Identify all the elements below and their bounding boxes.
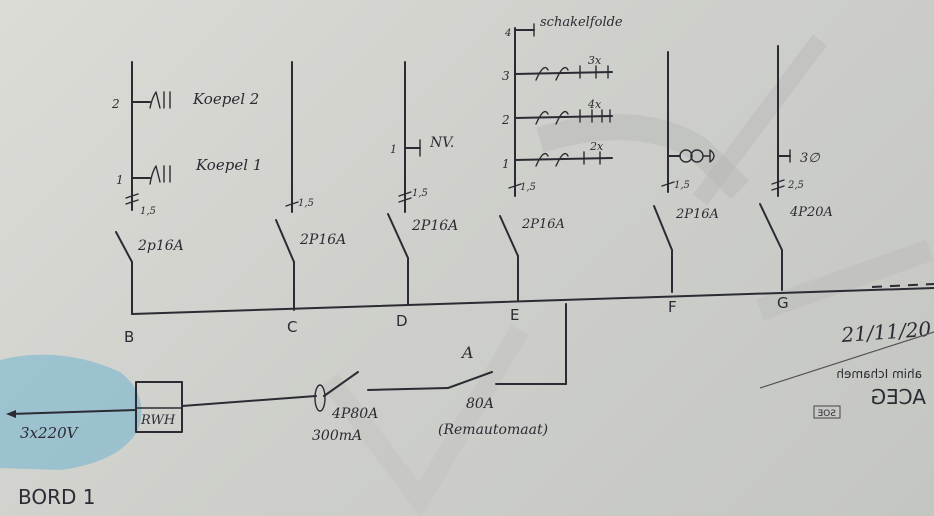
breaker-rating: 2P16A	[411, 218, 458, 234]
breaker-switch	[275, 219, 295, 263]
supply-line	[9, 409, 137, 415]
remote-switch-rating: 80A	[466, 396, 494, 412]
stamp-line	[759, 331, 934, 389]
breaker-rating: 2P16A	[299, 232, 346, 248]
branch-b	[115, 61, 171, 315]
circuit-number: 1	[116, 173, 124, 187]
circuit-number: 3	[502, 69, 510, 83]
cable-number: 1,5	[674, 180, 690, 191]
breaker-switch	[115, 231, 133, 263]
branch-g	[759, 45, 791, 291]
stamp-name: ahim Ichameh	[836, 367, 922, 381]
meter-box	[135, 381, 183, 433]
branch-letter: F	[668, 298, 677, 316]
branch-letter: E	[510, 306, 519, 324]
circuit-label: 4x	[587, 98, 602, 111]
switch-socket-icon	[535, 109, 611, 125]
branch-letter: C	[287, 318, 297, 336]
breaker-switch	[653, 205, 673, 251]
cable-number: 1,5	[298, 198, 314, 209]
circuit-label: schakelfolde	[540, 15, 623, 30]
circuit-label: Koepel 1	[195, 156, 262, 174]
stamp-code: SOE	[817, 409, 836, 419]
cable-number: 2,5	[787, 180, 804, 191]
watermark-arc	[536, 114, 750, 200]
busbar-extension	[871, 283, 934, 288]
remote-switch	[447, 371, 493, 389]
branch-d	[387, 61, 421, 305]
circuit-number: 4	[504, 28, 511, 39]
rcd-symbol-icon	[314, 384, 326, 412]
arrow-left-icon	[6, 410, 16, 418]
circuit-number: 2	[111, 97, 120, 111]
cable-number: 1,5	[140, 206, 156, 217]
remote-switch-label: A	[460, 343, 474, 362]
circuit-label: 2x	[589, 140, 604, 153]
branch-e	[499, 23, 613, 301]
watermark-stroke	[692, 34, 828, 206]
breaker-switch	[387, 213, 409, 259]
main-breaker-switch	[323, 371, 359, 397]
meter-label: RWH	[140, 413, 176, 428]
circuit-label: 3x	[588, 54, 602, 67]
watermark-stroke	[756, 239, 934, 321]
circuit-number: 1	[502, 157, 510, 171]
branch-letter: D	[396, 312, 408, 330]
breaker-rating: 2P16A	[675, 207, 719, 222]
cable-number: 1,5	[412, 188, 428, 199]
switch-socket-icon	[535, 65, 609, 81]
circuit-label: NV.	[429, 135, 454, 151]
stamp-brand: ACEG	[871, 385, 926, 409]
breaker-switch	[499, 215, 519, 257]
board-title: BORD 1	[18, 485, 96, 509]
branch-f	[653, 51, 715, 293]
circuit-number: 2	[501, 113, 510, 127]
branch-c	[275, 61, 299, 311]
remote-switch-name: (Remautomaat)	[438, 422, 548, 438]
cable-number: 1,5	[520, 182, 536, 193]
light-symbol-icon	[149, 91, 171, 109]
circuit-label: 3∅	[800, 151, 820, 166]
breaker-rating: 4P20A	[789, 205, 833, 220]
branch-letter: B	[124, 328, 134, 346]
circuit-number: 1	[390, 143, 397, 156]
main-breaker-residual: 300mA	[312, 428, 362, 444]
switch-socket-icon	[535, 151, 601, 167]
watermark-chevron	[322, 324, 529, 516]
breaker-switch	[759, 203, 783, 251]
breaker-rating: 2P16A	[521, 217, 565, 232]
motor-symbol-icon	[679, 149, 693, 163]
circuit-label: Koepel 2	[192, 90, 259, 108]
supply-label: 3x220V	[20, 424, 80, 442]
light-symbol-icon	[149, 165, 171, 185]
busbar	[131, 287, 934, 315]
breaker-rating: 2p16A	[137, 238, 184, 254]
branch-letter: G	[777, 294, 789, 312]
feed-line	[181, 395, 317, 407]
main-breaker-rating: 4P80A	[331, 406, 378, 422]
date-label: 21/11/20	[840, 317, 933, 347]
stamp: ahim Ichameh ACEG SOE	[813, 367, 926, 419]
